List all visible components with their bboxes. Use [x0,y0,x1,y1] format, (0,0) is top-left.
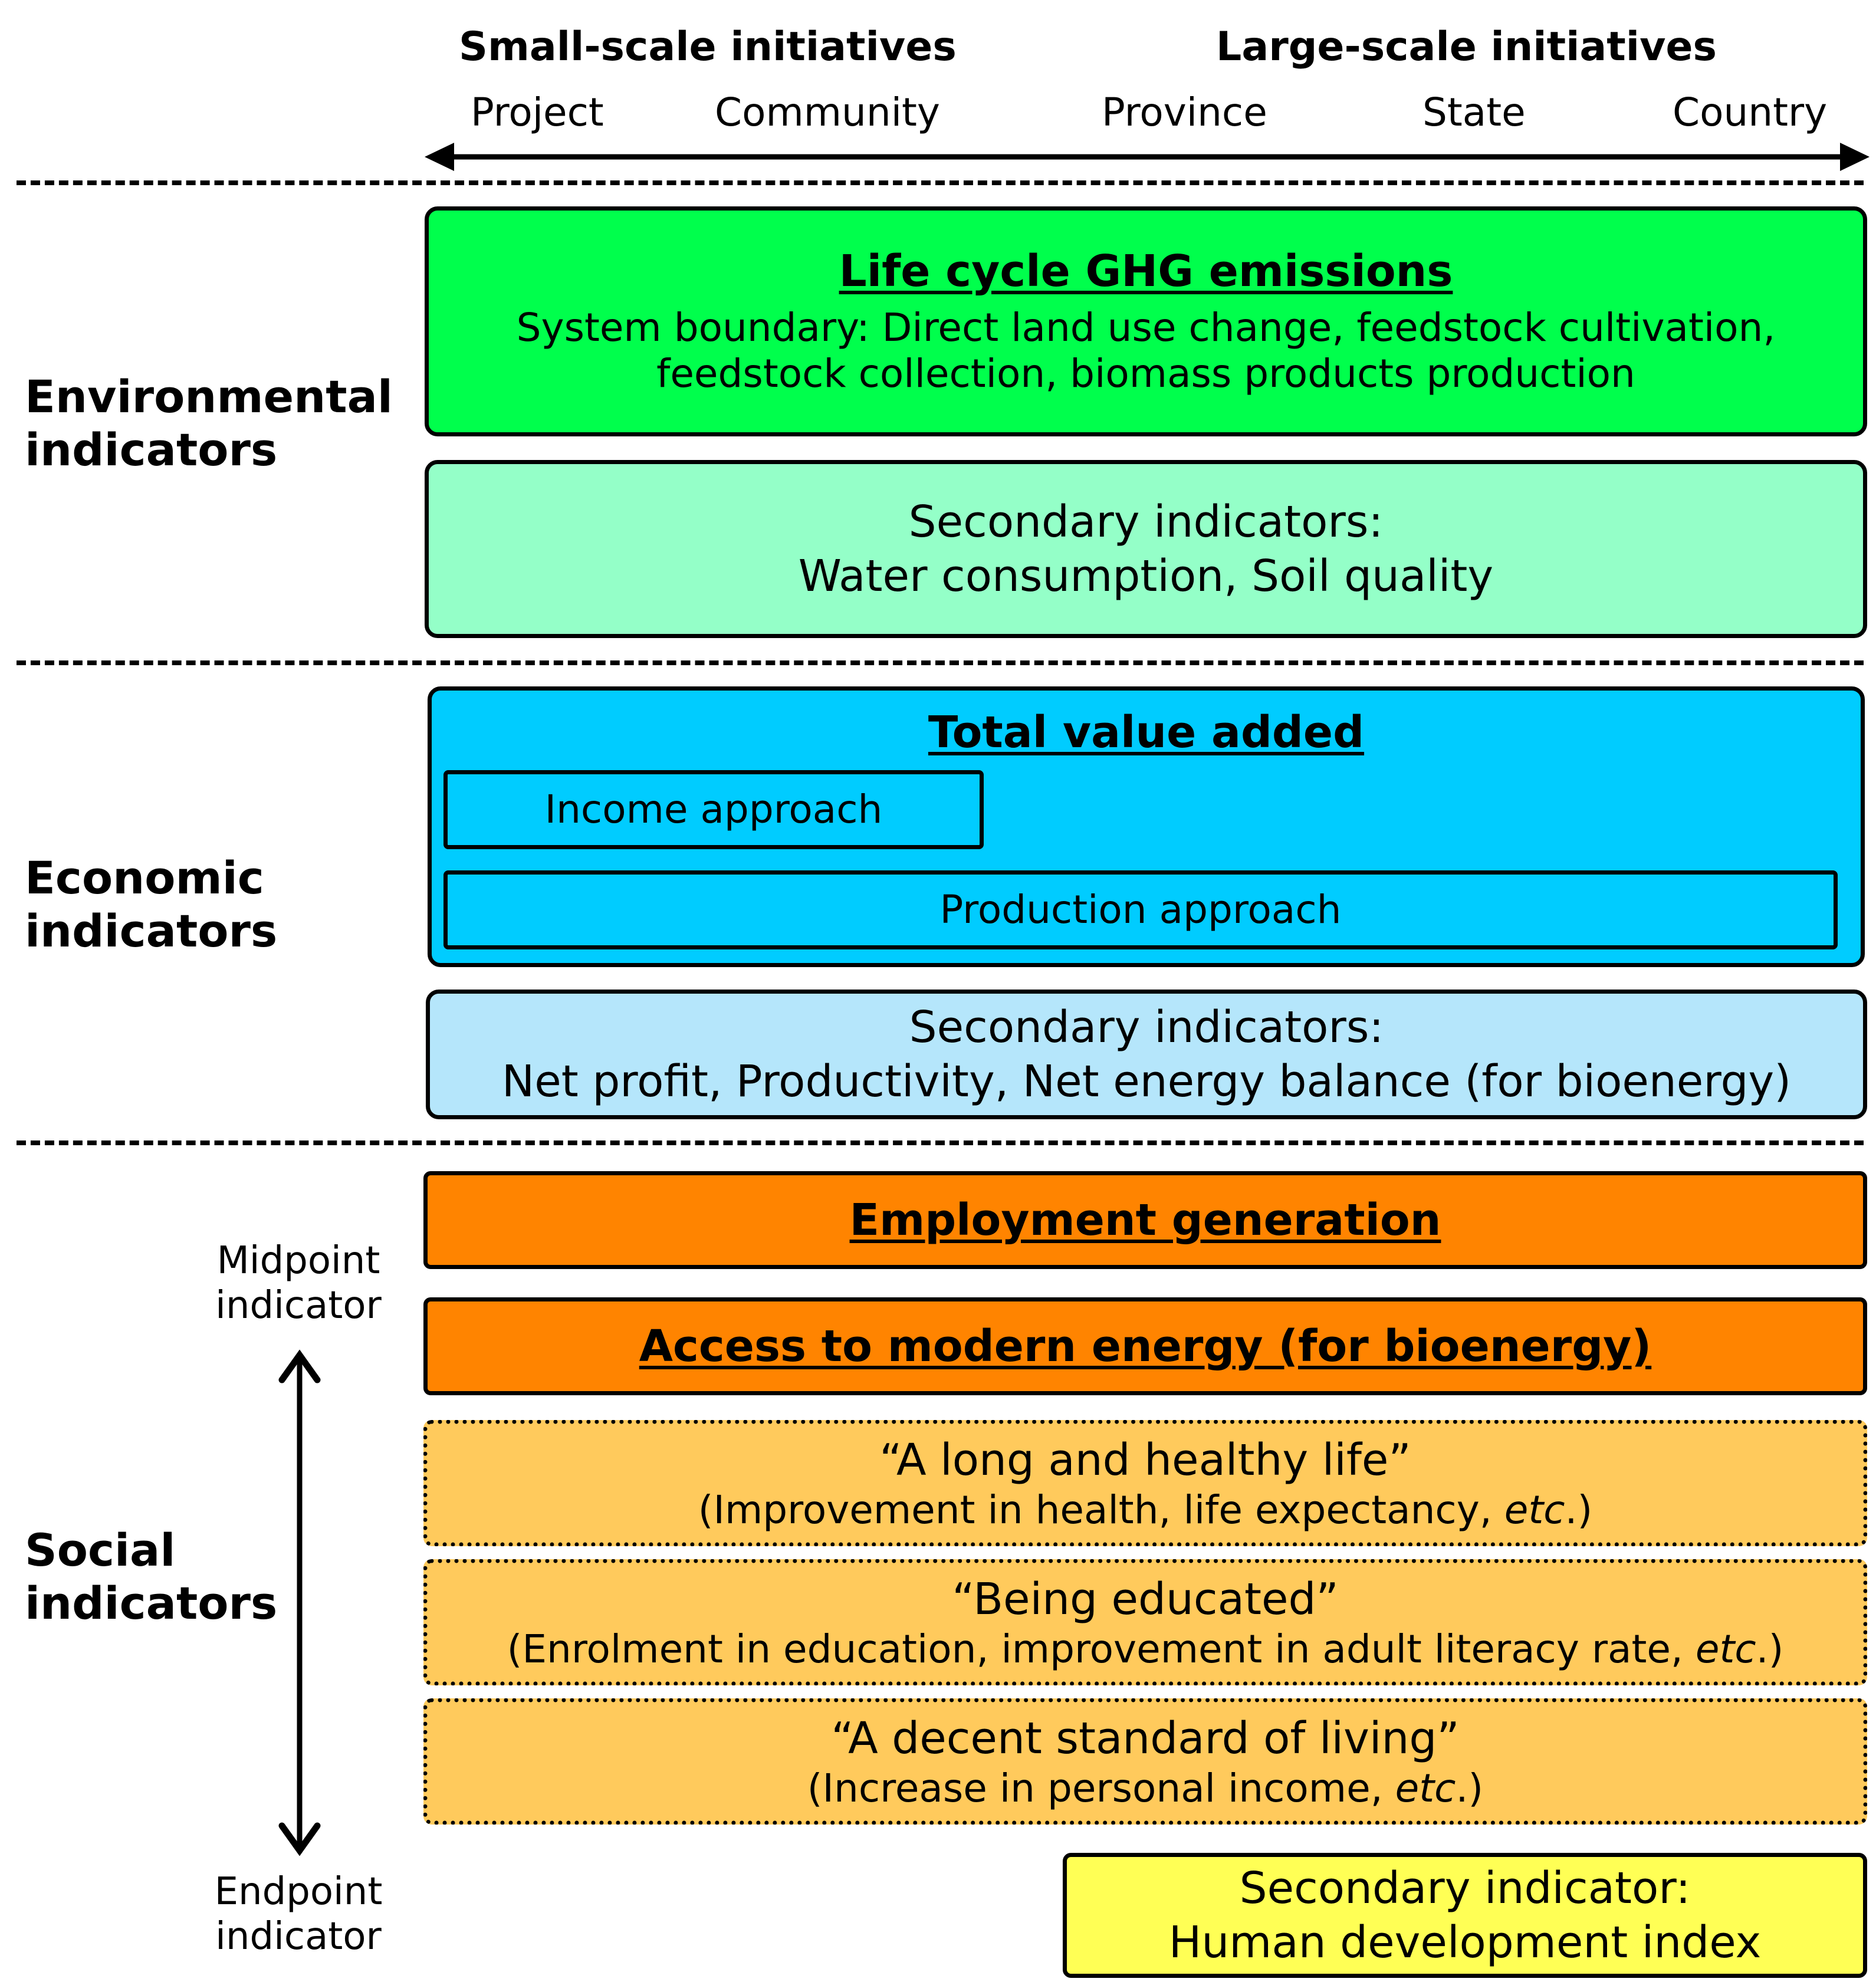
social-section-label: Social indicators [25,1524,277,1630]
access-modern-energy-title: Access to modern energy (for bioenergy) [639,1321,1652,1372]
midpoint-label-line1: Midpoint [216,1239,380,1283]
standard-of-living-detail: (Increase in personal income, etc.) [807,1766,1484,1811]
environmental-secondary-heading: Secondary indicators: [908,497,1384,547]
scale-label-community: Community [715,90,940,135]
small-scale-header: Small-scale initiatives [459,24,957,70]
endpoint-indicator-label: Endpoint indicator [210,1869,387,1959]
environmental-label-line2: indicators [25,423,278,476]
section-divider [17,1140,1864,1145]
scale-label-project: Project [471,90,604,135]
being-educated-title: “Being educated” [952,1574,1339,1625]
standard-of-living-box: “A decent standard of living” (Increase … [423,1698,1867,1825]
ghg-emissions-title: Life cycle GHG emissions [839,246,1453,297]
ghg-boundary-line1: System boundary: Direct land use change,… [516,305,1776,350]
scale-label-state: State [1422,90,1526,135]
midpoint-endpoint-arrow [278,1349,321,1856]
endpoint-label-line2: indicator [215,1915,382,1958]
economic-label-line1: Economic [25,852,264,904]
social-label-line1: Social [25,1524,176,1576]
healthy-life-title: “A long and healthy life” [879,1435,1411,1485]
scale-label-province: Province [1102,90,1267,135]
employment-generation-box: Employment generation [423,1171,1867,1269]
economic-label-line2: indicators [25,905,278,957]
hdi-heading: Secondary indicator: [1239,1863,1691,1914]
being-educated-box: “Being educated” (Enrolment in education… [423,1559,1867,1685]
employment-generation-title: Employment generation [849,1195,1441,1245]
hdi-label: Human development index [1168,1917,1762,1968]
ghg-emissions-box: Life cycle GHG emissions System boundary… [425,206,1867,436]
environmental-label-line1: Environmental [25,370,393,423]
economic-section-label: Economic indicators [25,852,277,958]
production-approach-label: Production approach [939,887,1342,932]
section-divider [17,660,1864,665]
environmental-secondary-box: Secondary indicators: Water consumption,… [425,460,1867,638]
economic-secondary-list: Net profit, Productivity, Net energy bal… [501,1056,1792,1107]
healthy-life-box: “A long and healthy life” (Improvement i… [423,1420,1867,1546]
midpoint-label-line2: indicator [215,1284,382,1327]
section-divider [17,180,1864,185]
access-modern-energy-box: Access to modern energy (for bioenergy) [423,1297,1867,1395]
ghg-boundary-line2: feedstock collection, biomass products p… [656,351,1635,396]
being-educated-detail: (Enrolment in education, improvement in … [507,1626,1784,1672]
total-value-added-title: Total value added [928,707,1365,758]
midpoint-indicator-label: Midpoint indicator [210,1238,387,1328]
endpoint-label-line1: Endpoint [214,1870,383,1914]
economic-secondary-box: Secondary indicators: Net profit, Produc… [426,990,1867,1119]
scale-double-arrow [425,143,1870,171]
production-approach-box: Production approach [443,870,1838,949]
income-approach-box: Income approach [443,770,984,849]
income-approach-label: Income approach [544,787,883,832]
standard-of-living-title: “A decent standard of living” [831,1713,1460,1764]
healthy-life-detail: (Improvement in health, life expectancy,… [698,1487,1593,1533]
environmental-secondary-list: Water consumption, Soil quality [798,551,1494,601]
environmental-section-label: Environmental indicators [25,370,393,476]
economic-secondary-heading: Secondary indicators: [909,1002,1384,1053]
scale-label-country: Country [1673,90,1828,135]
social-label-line2: indicators [25,1577,278,1629]
large-scale-header: Large-scale initiatives [1216,24,1717,70]
human-development-index-box: Secondary indicator: Human development i… [1063,1853,1867,1978]
